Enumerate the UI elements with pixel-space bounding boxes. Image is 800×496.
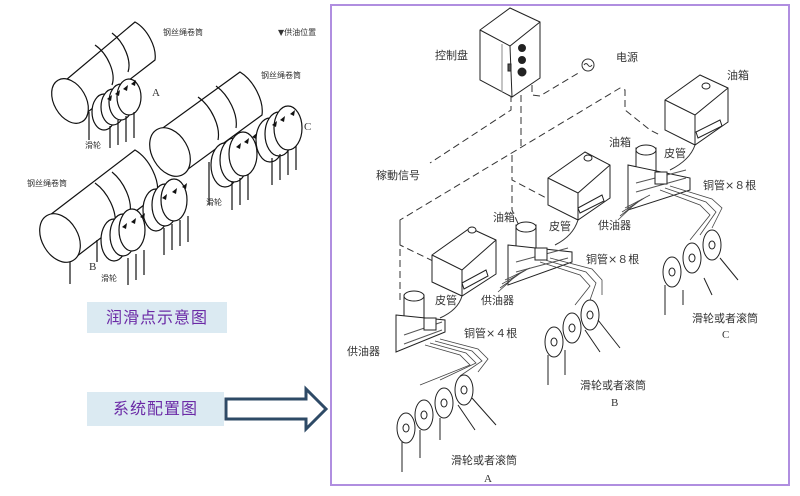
- pulleys-b: [544, 299, 621, 385]
- target-label-a: 滑轮或者滚筒: [451, 454, 517, 467]
- pulleys-c: [662, 229, 739, 315]
- oil-tank-c: [664, 74, 729, 146]
- hose-label-a: 皮管: [435, 294, 457, 307]
- copper-pipe-label-c: 铜管×８根: [703, 179, 757, 192]
- group-letter-b: B: [89, 261, 97, 273]
- copper-pipe-label-a: 铜管×４根: [464, 327, 518, 340]
- unit-letter-a: A: [484, 473, 492, 485]
- target-label-b: 滑轮或者滚筒: [580, 379, 646, 392]
- signal-lines: [399, 71, 661, 300]
- pulley-label-b: 滑轮: [101, 274, 117, 283]
- oil-tank-b: [547, 151, 611, 221]
- feeder-label-b: 供油器: [481, 294, 514, 307]
- pulley-label-c: 滑轮: [206, 198, 222, 207]
- copper-pipe-label-b: 铜管×８根: [586, 253, 640, 266]
- pulleys-c: [208, 105, 303, 210]
- run-signal-label: 稼動信号: [376, 169, 420, 182]
- oil-tank-label-c: 油箱: [727, 69, 749, 82]
- lubrication-point-diagram: 钢丝绳卷筒 ▼供油位置 A 钢丝绳卷筒 滑轮 C 钢丝绳卷筒 滑轮 B 滑轮: [0, 0, 330, 290]
- oil-supply-legend: ▼供油位置: [278, 28, 317, 37]
- drum-label-c: 钢丝绳卷筒: [261, 71, 301, 80]
- oil-supply-markers: [107, 80, 295, 229]
- hoses: [439, 144, 696, 319]
- oil-tank-label-a: 油箱: [493, 211, 515, 224]
- feeder-a: [395, 290, 446, 353]
- control-panel: [479, 7, 541, 98]
- lubrication-drawing: [39, 21, 303, 285]
- feeder-label-a: 供油器: [347, 345, 380, 358]
- drum-label-b: 钢丝绳卷筒: [27, 179, 67, 188]
- unit-letter-b: B: [611, 397, 619, 409]
- feeder-label-c: 供油器: [598, 219, 631, 232]
- group-letter-c: C: [304, 121, 312, 133]
- hose-label-c: 皮管: [664, 147, 686, 160]
- pulley-label-a: 滑轮: [85, 141, 101, 150]
- copper-pipes: [419, 185, 723, 386]
- caption-system-config: 系统配置图: [87, 392, 224, 426]
- power-source-icon: [581, 58, 595, 72]
- pulleys-a: [88, 78, 142, 148]
- target-label-c: 滑轮或者滚筒: [692, 312, 758, 325]
- hose-label-b: 皮管: [549, 220, 571, 233]
- oil-tank-label-b: 油箱: [609, 136, 631, 149]
- control-panel-label: 控制盘: [435, 49, 468, 62]
- drum-label-a: 钢丝绳卷筒: [163, 28, 203, 37]
- drum-a: [51, 21, 156, 124]
- drum-c: [149, 71, 263, 177]
- unit-letter-c: C: [722, 329, 730, 341]
- feeder-b: [507, 221, 573, 286]
- caption-lubrication-points: 润滑点示意图: [87, 302, 227, 333]
- pulleys-b: [96, 178, 189, 285]
- system-config-frame: [330, 4, 790, 486]
- oil-tank-a: [431, 226, 497, 297]
- group-letter-a: A: [152, 87, 160, 99]
- drum-b: [39, 149, 159, 284]
- power-source-label: 电源: [616, 51, 638, 64]
- pulleys-a: [396, 374, 497, 472]
